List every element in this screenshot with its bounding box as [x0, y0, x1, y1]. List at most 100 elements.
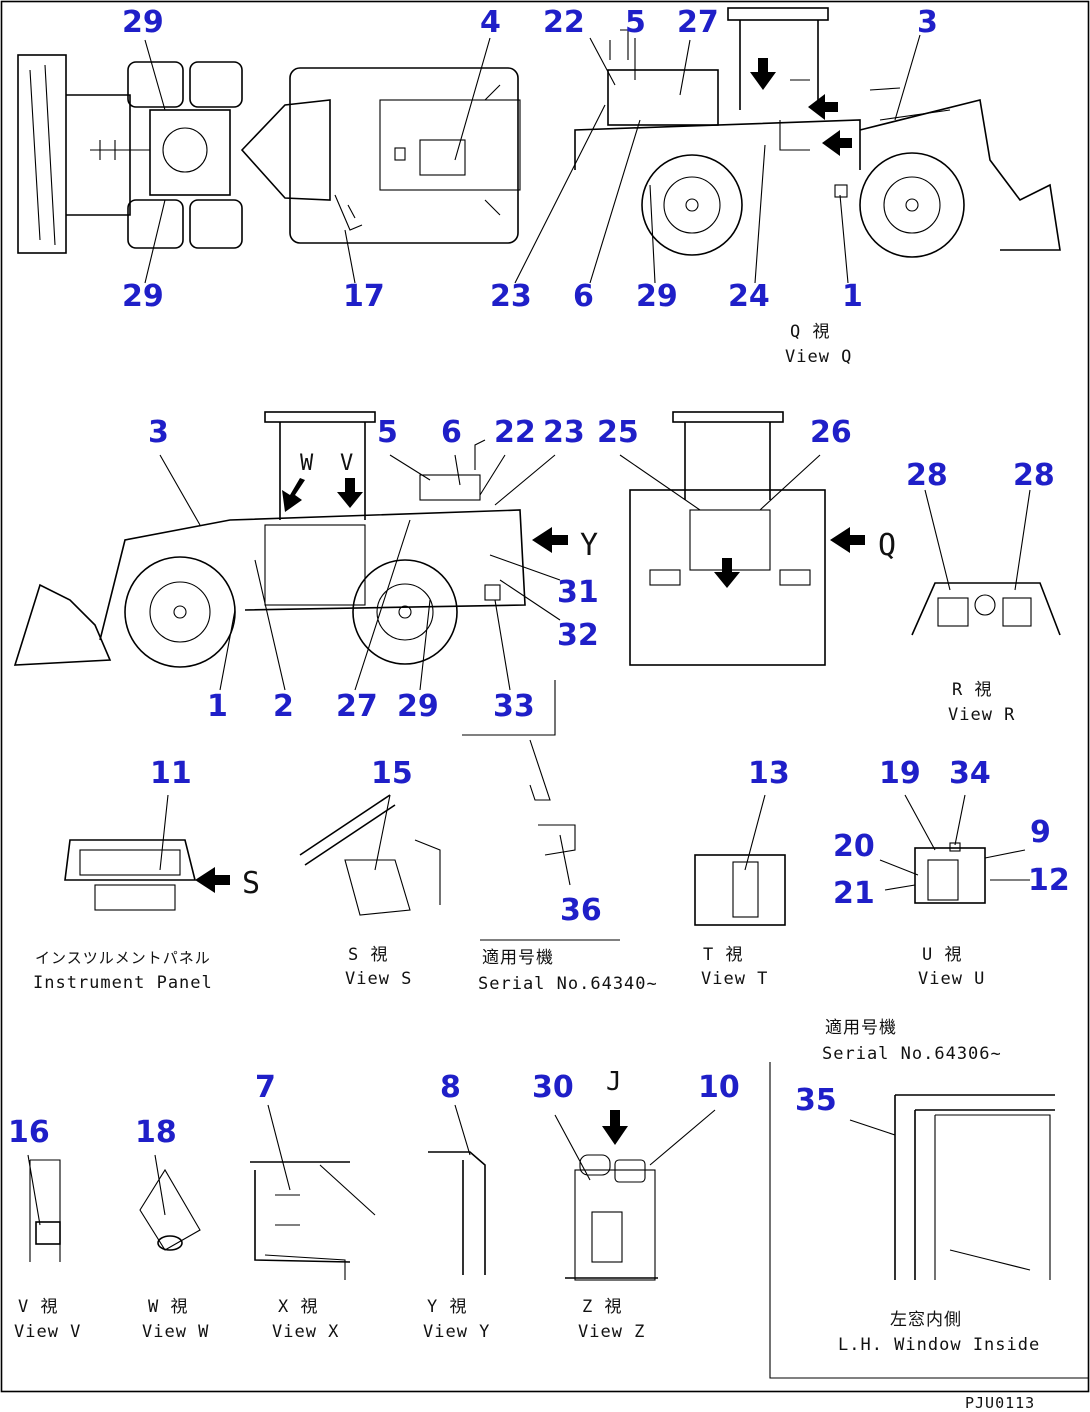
caption-view-y: View Y: [423, 1322, 490, 1342]
window-inside-drawing: [894, 1094, 1055, 1280]
loader-top-view: [17, 54, 521, 254]
caption-view-w-jp: W 視: [148, 1297, 188, 1317]
callout-24: 24: [728, 279, 770, 314]
caption-serial-1: Serial No.64340~: [478, 974, 658, 994]
callout-35: 35: [795, 1083, 837, 1118]
leader-lines: [27, 34, 1031, 1226]
callout-29: 29: [122, 279, 164, 314]
callout-2: 2: [273, 689, 294, 724]
callout-32: 32: [557, 618, 599, 653]
callout-8: 8: [440, 1070, 461, 1105]
callout-6: 6: [573, 279, 594, 314]
caption-serial-2: Serial No.64306~: [822, 1044, 1002, 1064]
callout-23: 23: [543, 415, 585, 450]
caption-view-z-jp: Z 視: [582, 1297, 622, 1317]
callout-9: 9: [1030, 815, 1051, 850]
caption-view-s-jp: S 視: [348, 945, 388, 965]
callout-34: 34: [949, 756, 991, 791]
loader-side-view-q: [574, 7, 1061, 258]
caption-panel-jp: インスツルメントパネル: [35, 949, 211, 967]
callout-25: 25: [597, 415, 639, 450]
code-box-border: [769, 1062, 1088, 1379]
caption-view-u: View U: [918, 969, 985, 989]
callout-17: 17: [343, 279, 385, 314]
callout-15: 15: [371, 756, 413, 791]
view-y-drawing: [428, 1151, 486, 1275]
callout-18: 18: [135, 1115, 177, 1150]
callout-6: 6: [441, 415, 462, 450]
callout-26: 26: [810, 415, 852, 450]
callout-28: 28: [906, 458, 948, 493]
callout-5: 5: [377, 415, 398, 450]
callout-30: 30: [532, 1070, 574, 1105]
drawing-code: PJU0113: [965, 1394, 1035, 1412]
loader-side-view: [13, 411, 568, 801]
view-letters: W V Y Q S J: [242, 451, 897, 1097]
view-t-drawing: [694, 854, 786, 926]
caption-view-u-jp: U 視: [922, 945, 962, 965]
caption-view-r: View R: [948, 705, 1015, 725]
caption-view-t-jp: T 視: [703, 945, 743, 965]
callout-36: 36: [560, 893, 602, 928]
callout-23: 23: [490, 279, 532, 314]
view-r-drawing: [911, 582, 1061, 636]
callout-12: 12: [1028, 863, 1070, 898]
callout-numbers: 29 4 29 17 22 5 27 3 23 6 29 24 1 3 5 6 …: [8, 5, 1070, 1150]
caption-view-v-jp: V 視: [18, 1297, 58, 1317]
callout-33: 33: [493, 689, 535, 724]
callout-29: 29: [122, 5, 164, 40]
callout-27: 27: [677, 5, 719, 40]
callout-11: 11: [150, 756, 192, 791]
view-w-drawing: [139, 1168, 201, 1251]
caption-view-v: View V: [14, 1322, 81, 1342]
caption-serial-2-jp: 適用号機: [825, 1018, 897, 1038]
callout-22: 22: [494, 415, 536, 450]
serial-decal-drawing: [480, 824, 620, 941]
caption-view-x-jp: X 視: [278, 1297, 318, 1317]
callout-19: 19: [879, 756, 921, 791]
caption-serial-1-jp: 適用号機: [482, 948, 554, 968]
caption-view-w: View W: [142, 1322, 209, 1342]
caption-window: L.H. Window Inside: [838, 1335, 1040, 1355]
callout-28: 28: [1013, 458, 1055, 493]
view-letter-s: S: [242, 866, 261, 901]
callout-20: 20: [833, 829, 875, 864]
caption-view-z: View Z: [578, 1322, 645, 1342]
callout-22: 22: [543, 5, 585, 40]
caption-view-t: View T: [701, 969, 768, 989]
view-letter-y: Y: [580, 528, 599, 563]
view-v-drawing: [29, 1159, 61, 1262]
callout-16: 16: [8, 1115, 50, 1150]
view-captions: Q 視 View Q R 視 View R インスツルメントパネル Instru…: [14, 322, 1040, 1412]
callout-27: 27: [336, 689, 378, 724]
view-letter-v: V: [340, 451, 354, 476]
callout-3: 3: [148, 415, 169, 450]
caption-view-q-jp: Q 視: [790, 322, 830, 342]
callout-1: 1: [207, 689, 228, 724]
callout-1: 1: [842, 279, 863, 314]
callout-10: 10: [698, 1070, 740, 1105]
caption-view-x: View X: [272, 1322, 339, 1342]
caption-panel: Instrument Panel: [33, 973, 213, 993]
callout-3: 3: [917, 5, 938, 40]
view-u-drawing: [914, 842, 986, 904]
callout-21: 21: [833, 876, 875, 911]
view-x-drawing: [250, 1161, 376, 1280]
caption-view-s: View S: [345, 969, 412, 989]
caption-view-q: View Q: [785, 347, 852, 367]
loader-front-view: [629, 411, 865, 666]
view-letter-w: W: [300, 451, 314, 476]
callout-31: 31: [557, 575, 599, 610]
callout-13: 13: [748, 756, 790, 791]
caption-view-y-jp: Y 視: [427, 1297, 467, 1317]
callout-7: 7: [255, 1070, 276, 1105]
view-letter-j: J: [606, 1067, 623, 1097]
callout-5: 5: [625, 5, 646, 40]
caption-view-r-jp: R 視: [952, 680, 992, 700]
instrument-panel-drawing: [64, 839, 230, 911]
view-s-drawing: [299, 794, 441, 916]
view-letter-q: Q: [878, 528, 897, 563]
callout-29: 29: [636, 279, 678, 314]
